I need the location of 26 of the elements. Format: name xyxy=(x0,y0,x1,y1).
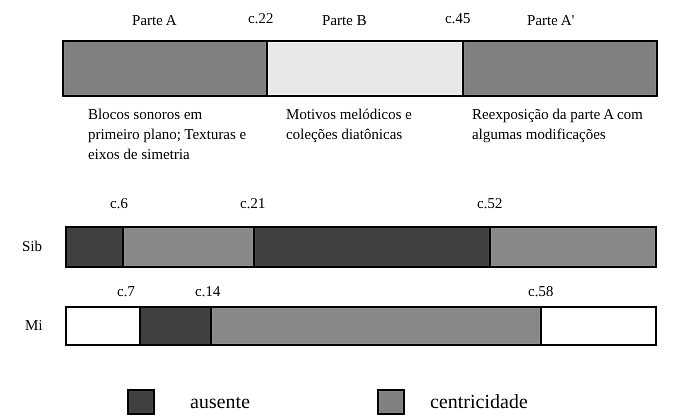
section-title: Parte A' xyxy=(527,12,574,30)
measure-segment xyxy=(122,226,255,268)
legend-label: centricidade xyxy=(430,390,528,414)
measure-segment xyxy=(253,226,491,268)
measure-number: c.21 xyxy=(240,195,266,213)
measure-segment xyxy=(210,306,542,346)
measure-number: c.7 xyxy=(117,283,135,301)
measure-segment xyxy=(540,306,657,346)
section-description: Reexposição da parte A com algumas modificações xyxy=(472,106,644,145)
measure-number: c.22 xyxy=(248,10,274,28)
measure-segment xyxy=(489,226,657,268)
section-description: Blocos sonoros em primeiro plano; Texturas e eixos de simetria xyxy=(88,106,248,165)
section-description: Motivos melódicos e coleções diatônicas xyxy=(286,106,413,145)
section-title: Parte B xyxy=(322,12,367,30)
measure-number: c.58 xyxy=(528,283,554,301)
measure-number: c.14 xyxy=(195,283,220,301)
measure-number: c.52 xyxy=(477,195,502,213)
section-title: Parte A xyxy=(132,12,177,30)
measure-number: c.6 xyxy=(110,195,128,213)
measure-number: c.45 xyxy=(445,10,470,28)
measure-segment xyxy=(139,306,212,346)
measure-segment xyxy=(65,306,141,346)
legend-label: ausente xyxy=(190,390,250,414)
measure-segment xyxy=(65,226,124,268)
row-label: Sib xyxy=(22,238,42,256)
row-label: Mi xyxy=(25,317,43,335)
